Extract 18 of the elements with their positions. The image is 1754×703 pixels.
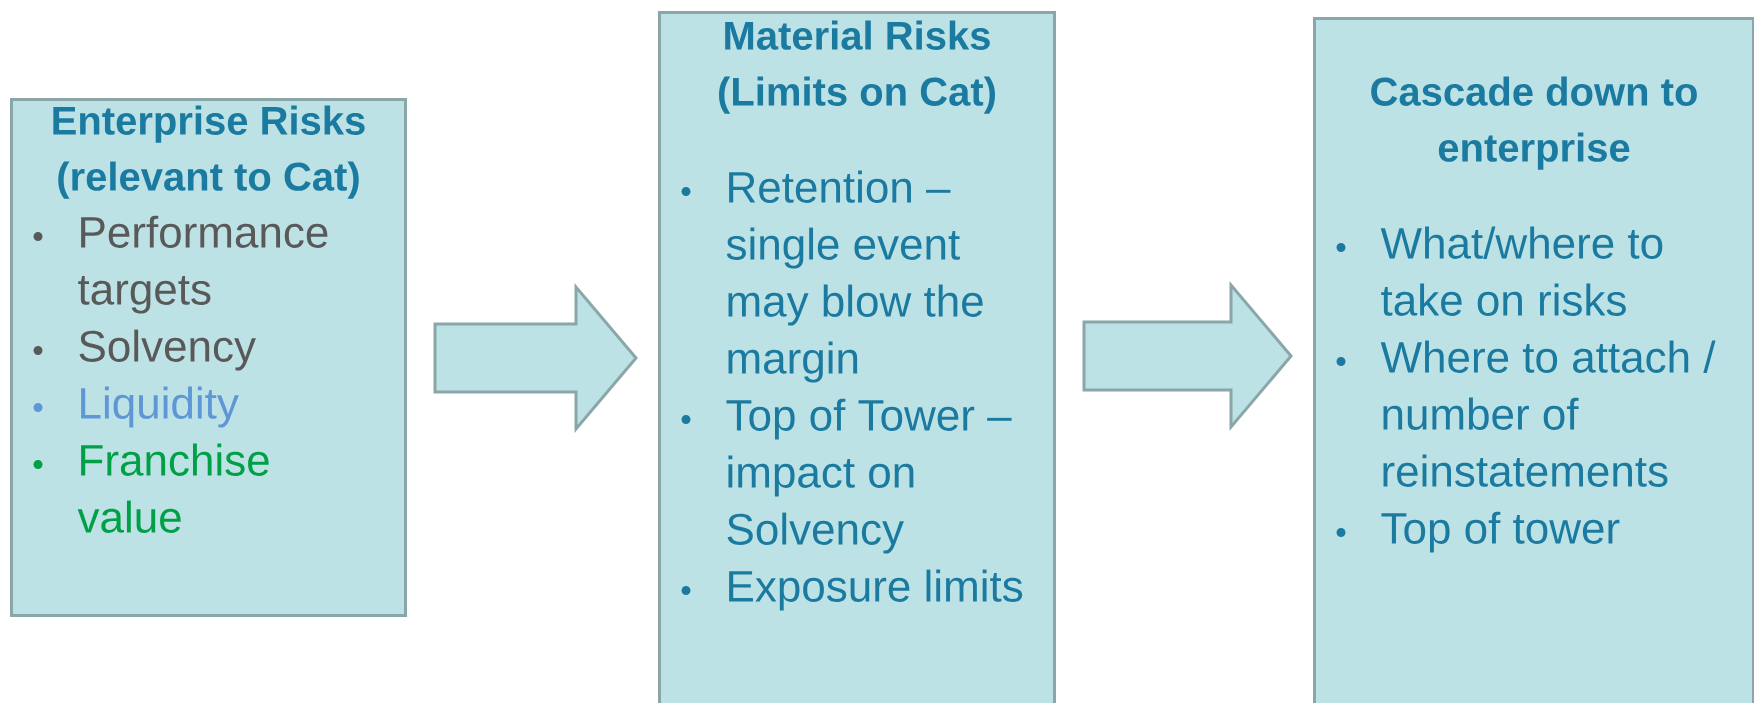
text-box bbox=[1313, 17, 1754, 703]
block-arrow bbox=[1082, 280, 1293, 432]
bullet-item: Franchise value bbox=[33, 443, 269, 533]
bullet-item: What/where to take on risks bbox=[1336, 226, 1663, 316]
text-box bbox=[10, 98, 407, 617]
bullet-item: Top of Tower – impact on Solvency bbox=[681, 398, 1012, 554]
text-box bbox=[658, 11, 1056, 703]
bullet-item: Solvency bbox=[33, 329, 256, 371]
box-heading: Cascade down to enterprise bbox=[1371, 76, 1697, 170]
bullet-item: Performance targets bbox=[33, 215, 328, 314]
box-heading: Material Risks (Limits on Cat) bbox=[719, 20, 995, 114]
bullet-item: Retention – single event may blow the margin bbox=[681, 170, 983, 383]
bullet-item: Liquidity bbox=[33, 386, 239, 428]
block-arrow bbox=[433, 282, 638, 434]
bullet-item: Exposure limits bbox=[681, 569, 1023, 611]
box-heading: Enterprise Risks (relevant to Cat) bbox=[53, 105, 365, 199]
bullet-item: Top of tower bbox=[1336, 511, 1620, 553]
bullet-item: Where to attach / number of reinstatements bbox=[1336, 340, 1716, 487]
